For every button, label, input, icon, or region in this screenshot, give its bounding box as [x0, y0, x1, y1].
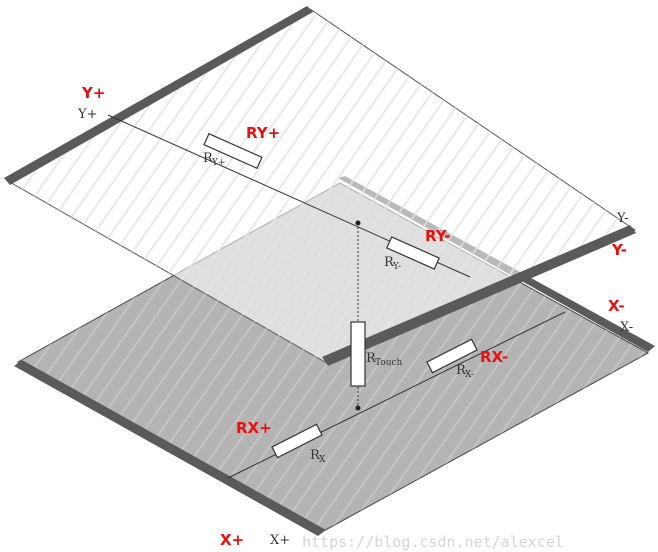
red-annotations: Y+ RY+ RY- Y- X- RX- RX+ X+	[81, 84, 627, 549]
resistor-rx-minus	[426, 338, 478, 374]
x-minus-caption: X-	[620, 320, 633, 335]
resistors	[203, 132, 478, 459]
rx-minus-symbol: R	[456, 363, 467, 378]
x-plus-electrode	[14, 360, 326, 536]
ry-plus-subscript: Y+	[211, 158, 225, 168]
resistor-ry-plus	[203, 132, 263, 170]
ry-minus-label: RY-	[425, 227, 451, 245]
rx-plus-subscript: X	[319, 455, 326, 465]
ry-minus-symbol: R	[384, 255, 395, 270]
ry-minus-subscript: Y-	[392, 262, 401, 272]
r-touch-subscript: Touch	[375, 358, 403, 368]
top-layer	[4, 6, 637, 366]
rx-plus-symbol: R	[310, 448, 321, 463]
resistor-ry-minus	[386, 236, 440, 270]
watermark: https://blog.csdn.net/alexcel	[302, 533, 564, 551]
rx-minus-subscript: X-	[465, 370, 474, 380]
x-minus-label: X-	[608, 297, 625, 315]
ry-plus-label: RY+	[246, 124, 280, 142]
y-minus-electrode	[322, 225, 636, 366]
y-minus-caption: Y-	[616, 211, 629, 226]
rx-minus-label: RX-	[480, 348, 508, 366]
touch-node-bottom	[355, 405, 361, 411]
y-plus-caption: Y+	[77, 107, 97, 122]
ry-plus-symbol: R	[203, 151, 214, 166]
y-plus-electrode	[4, 6, 313, 185]
x-plus-caption: X+	[270, 533, 290, 548]
x-plus-label: X+	[220, 531, 244, 549]
top-plate-hatch	[8, 9, 635, 362]
touch-node-top	[355, 220, 361, 226]
y-plus-label: Y+	[81, 84, 105, 102]
resistor-r-touch	[350, 321, 366, 387]
rx-plus-label: RX+	[236, 419, 272, 437]
resistor-rx-plus	[271, 423, 323, 459]
schematic-labels: Y+ Y- X- X+ R Y+ R Y- R Touch R X- R X	[77, 107, 633, 548]
y-minus-label: Y-	[611, 241, 627, 259]
r-touch-symbol: R	[366, 351, 377, 366]
